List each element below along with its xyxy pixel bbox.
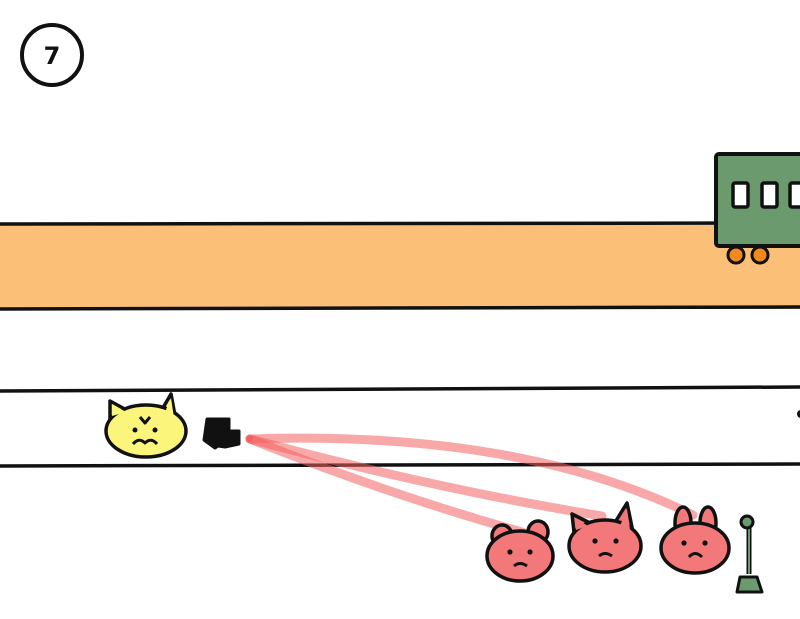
- road-surface: [0, 225, 800, 309]
- laser-beams: [245, 433, 698, 537]
- road-bottom-edge: [0, 305, 800, 311]
- road: [0, 221, 800, 311]
- train-window-3: [788, 181, 800, 209]
- laser-pistol-icon[interactable]: [202, 417, 253, 450]
- train-window-2: [760, 181, 779, 209]
- laser-beam-to-cat: [245, 434, 607, 521]
- track-lever-icon[interactable]: [735, 514, 764, 594]
- train-car[interactable]: [714, 152, 800, 265]
- pink-bunny-icon[interactable]: [659, 505, 731, 575]
- train-wheel-1: [726, 245, 746, 265]
- train-window-1: [731, 181, 750, 209]
- pink-cat-icon[interactable]: [567, 501, 643, 574]
- level-badge: 7: [20, 23, 84, 87]
- track-top-line: [0, 385, 800, 393]
- level-badge-circle: [20, 23, 84, 87]
- road-top-edge: [0, 221, 800, 226]
- yellow-cat-icon[interactable]: [104, 392, 188, 459]
- track-bottom-line: [0, 462, 800, 468]
- pink-bear-icon[interactable]: [485, 519, 555, 583]
- train-car-body: [714, 152, 800, 248]
- train-wheel-2: [750, 245, 770, 265]
- level-number: 7: [44, 42, 61, 70]
- track: [0, 385, 800, 468]
- laser-beam-to-bunny: [245, 433, 698, 520]
- track-edge-dot: [797, 410, 800, 418]
